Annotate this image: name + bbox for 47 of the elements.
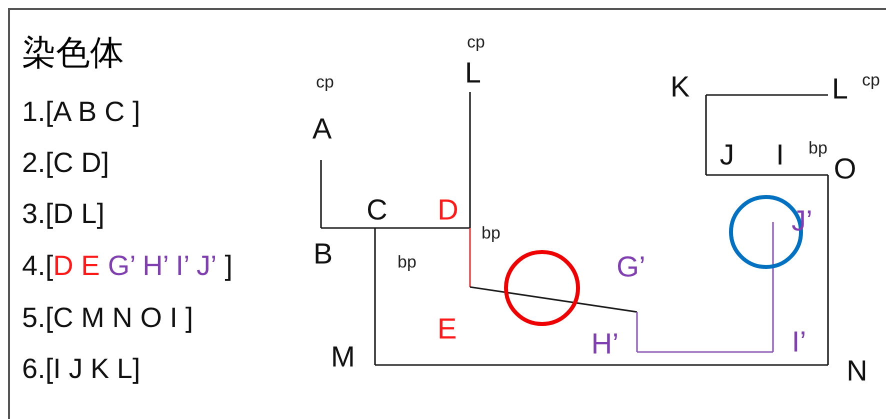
chromosome-list-item: 1.[A B C ] [22,98,140,126]
point-letter: A [312,116,332,144]
point-letter: N [846,358,868,386]
chromosome-list-item: D E [53,252,100,280]
chromosome-segment [470,286,638,352]
chromosome-segment [375,227,470,229]
point-tag: bp [398,254,416,270]
chromosome-list-item: 4.[ [22,252,54,280]
chromosome-segment [374,228,376,365]
chromosome-segment [706,94,828,96]
chromosome-segment [321,227,375,229]
point-tag: cp [862,72,880,88]
chromosome-segment [827,175,829,365]
chromosome-segment [706,174,780,176]
chromosome-list-item: 5.[C M N O I ] [22,304,194,332]
chromosome-segment [780,174,828,176]
point-letter: C [366,196,388,226]
point-letter: L [464,60,482,88]
chromosome-segment [320,160,322,228]
point-letter: I [776,142,784,170]
chromosome-segment [705,95,707,175]
point-tag: bp [482,224,500,242]
chromosome-segment [375,364,828,366]
point-letter: D [438,196,458,226]
point-tag: cp [467,34,485,50]
chromosome-list-item: G’ H’ I’ J’ [108,252,217,280]
point-letter: L [832,76,848,104]
point-letter: O [834,156,856,184]
point-letter: G’ [616,254,646,282]
chromosome-list-item: 3.[D L] [22,200,104,228]
point-letter: J [720,142,734,170]
point-tag: bp [808,140,828,156]
chromosome-list-item: 2.[C D] [22,149,110,177]
point-letter: E [437,316,457,344]
chromosome-list-item: ] [224,252,232,280]
point-letter: B [313,240,333,270]
chromosome-segment [469,228,471,287]
point-tag: cp [316,74,334,90]
title: 染色体 [22,36,124,70]
chromosome-segment [469,92,471,228]
point-letter: M [330,344,356,372]
point-letter: K [670,74,690,102]
point-letter: H’ [591,330,619,360]
chromosome-segment [637,351,773,353]
point-letter: I’ [792,328,806,358]
chromosome-segment [772,222,774,352]
chromosome-list-item: 6.[I J K L] [22,355,140,383]
